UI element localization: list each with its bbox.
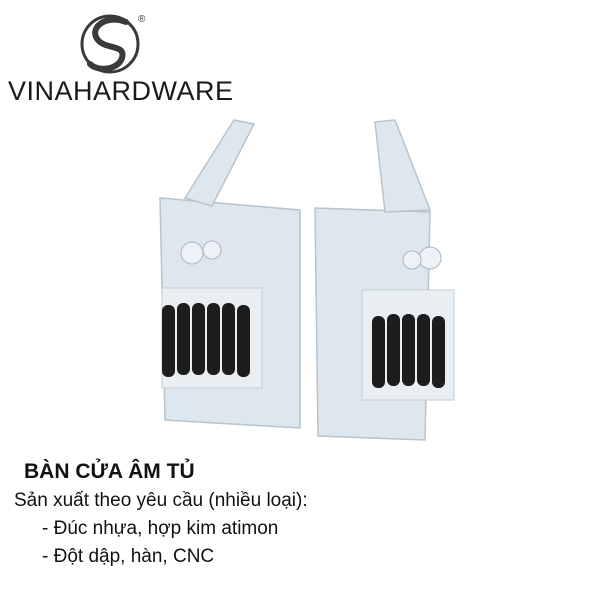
brand-header: ® VINAHARDWARE xyxy=(0,0,600,110)
brand-name: VINAHARDWARE xyxy=(8,76,234,106)
right-hinge-plate xyxy=(314,119,455,441)
brand-logo-icon: ® xyxy=(80,14,146,74)
registered-mark: ® xyxy=(138,14,146,25)
product-photo xyxy=(159,119,455,441)
caption-title: BÀN CỬA ÂM TỦ xyxy=(24,460,195,483)
caption-bullet-2: - Đột dập, hàn, CNC xyxy=(42,546,215,567)
right-springs xyxy=(372,314,445,388)
caption-bullet-1: - Đúc nhựa, hợp kim atimon xyxy=(42,518,279,539)
product-caption: BÀN CỬA ÂM TỦ Sản xuất theo yêu cầu (nhi… xyxy=(14,452,594,572)
left-springs xyxy=(162,303,250,377)
left-hinge-plate xyxy=(159,119,301,429)
caption-intro: Sản xuất theo yêu cầu (nhiều loại): xyxy=(14,490,308,511)
